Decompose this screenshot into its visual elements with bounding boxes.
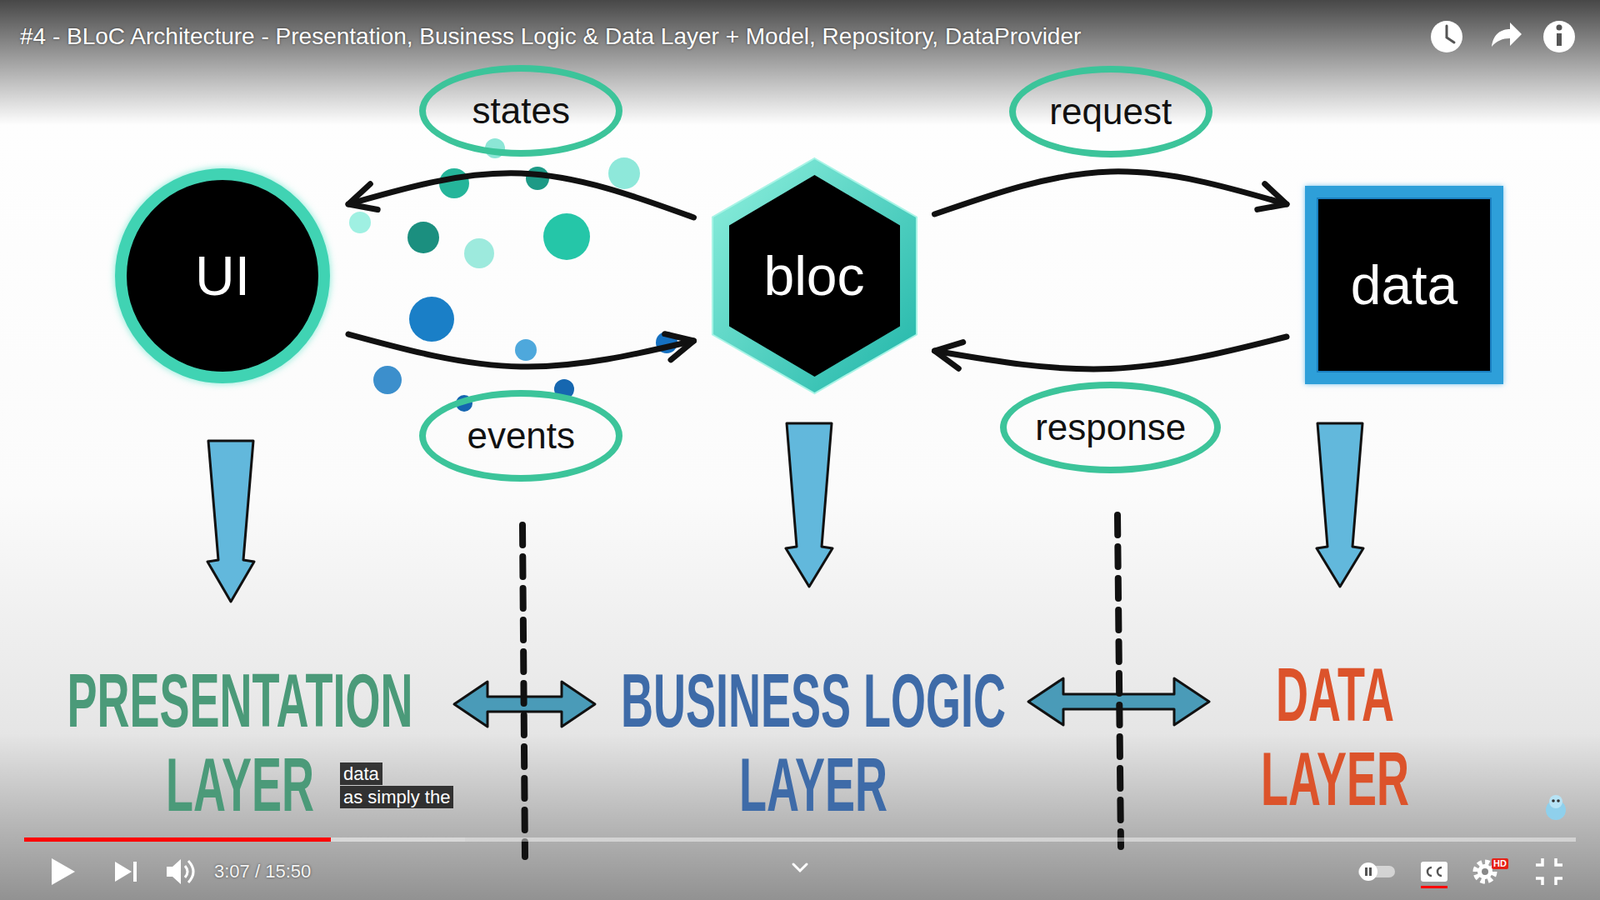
bloc-hexagon: bloc <box>712 158 917 394</box>
edge-label: request <box>1049 90 1172 133</box>
down-arrow <box>785 423 833 587</box>
flow-arrow <box>348 334 695 367</box>
layer-title: BUSINESS LOGIC LAYER <box>600 659 1026 829</box>
progress-bar <box>24 837 1576 842</box>
player-controls <box>1535 858 1563 885</box>
hexagon-fill <box>729 175 900 377</box>
player-controls <box>185 865 188 878</box>
data-square: data <box>1305 185 1504 385</box>
node-label: UI <box>195 244 250 308</box>
progress-bar <box>24 837 1576 842</box>
state-dots <box>349 138 640 269</box>
channel-mascot <box>1549 795 1563 809</box>
player-controls <box>133 861 137 882</box>
player-controls <box>1359 862 1378 881</box>
state-dots <box>543 213 590 260</box>
state-dots <box>439 168 470 199</box>
flow-arrow <box>935 171 1288 215</box>
event-dots <box>409 296 455 342</box>
layer-title: DATA LAYER <box>1241 653 1430 823</box>
label-ellipse: response <box>1000 381 1221 474</box>
event-dots <box>515 339 537 361</box>
state-dots <box>407 221 440 254</box>
layer-divider <box>1117 515 1121 847</box>
top-icons <box>1543 20 1575 53</box>
top-icons <box>1430 20 1575 53</box>
player-controls <box>188 860 194 883</box>
channel-mascot <box>1551 799 1555 803</box>
state-dots <box>608 157 640 190</box>
subtitle-line: as simply the <box>340 785 454 809</box>
hd-badge: HD <box>1491 858 1509 870</box>
down-arrow <box>207 440 255 602</box>
player-controls <box>1437 867 1442 876</box>
top-icons <box>1556 25 1563 31</box>
top-icons <box>1430 20 1463 53</box>
channel-mascot <box>1545 795 1566 820</box>
player-controls <box>51 858 1563 889</box>
player-controls <box>1365 867 1368 876</box>
down-arrow <box>207 423 1364 602</box>
flow-arrow <box>935 336 1288 370</box>
state-dots <box>349 211 371 234</box>
edge-label: response <box>1035 406 1186 449</box>
player-controls <box>1477 864 1493 880</box>
edge-label: states <box>472 90 570 132</box>
label-ellipse: events <box>419 390 623 482</box>
event-dots <box>455 395 473 412</box>
label-ellipse: states <box>419 65 623 157</box>
player-controls <box>1427 867 1432 876</box>
hexagon-border <box>712 158 917 394</box>
label-ellipse: request <box>1009 65 1213 158</box>
player-controls <box>793 864 807 871</box>
down-arrow <box>1316 423 1364 587</box>
title-shade <box>0 0 1600 125</box>
progress-bar <box>24 837 465 842</box>
node-label: data <box>1350 253 1458 317</box>
state-dots <box>464 238 495 269</box>
player-controls <box>166 859 181 885</box>
video-title: #4 - BLoC Architecture - Presentation, B… <box>20 21 1081 52</box>
edge-label: events <box>466 415 575 457</box>
top-icons <box>1446 25 1455 43</box>
top-icons <box>1556 33 1562 46</box>
player-controls <box>1420 885 1448 889</box>
layer-divider <box>522 525 525 857</box>
event-dots <box>373 365 402 395</box>
flow-arrow <box>348 173 695 218</box>
channel-mascot <box>1556 799 1560 803</box>
layer-divider <box>522 515 1121 857</box>
time-display: 3:07 / 15:50 <box>214 860 311 884</box>
player-controls <box>1481 868 1489 875</box>
progress-bar <box>24 837 331 842</box>
player-controls <box>1420 861 1448 882</box>
top-icons <box>1491 22 1522 47</box>
subtitle-line: data <box>340 762 383 785</box>
player-controls <box>51 858 75 885</box>
ui-circle: UI <box>115 168 330 384</box>
node-label: bloc <box>763 244 865 308</box>
player-controls <box>1369 867 1372 876</box>
player-controls <box>115 861 132 882</box>
